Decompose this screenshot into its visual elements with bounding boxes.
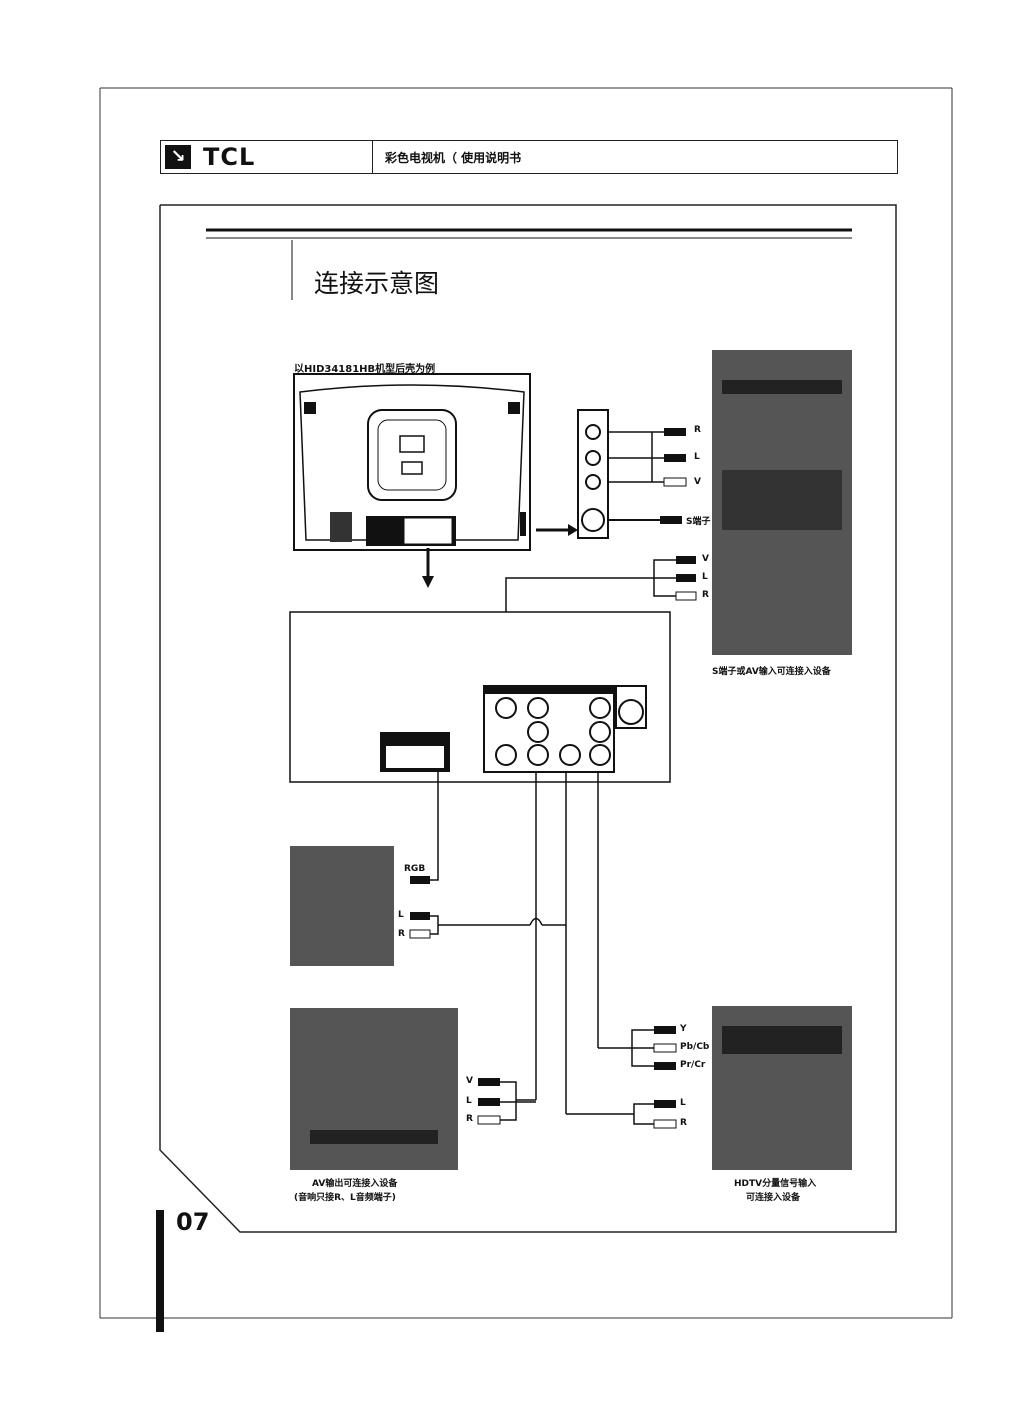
side-jack-label-r: R [694, 425, 701, 435]
hdtv-caption-2: 可连接入设备 [746, 1193, 801, 1203]
page-number: 07 [176, 1208, 210, 1236]
hdtv-label-y: Y [680, 1024, 687, 1034]
hdtv-label-l: L [680, 1098, 686, 1108]
model-caption: 以HID34181HB机型后壳为例 [294, 364, 436, 375]
av-out-label-l: L [466, 1096, 472, 1106]
hdtv-caption-1: HDTV分量信号输入 [734, 1179, 817, 1189]
side-jack-panel [577, 409, 687, 539]
av-output-caption-1: AV输出可连接入设备 [312, 1179, 398, 1189]
side-jack-label-v: V [694, 477, 701, 487]
section-title: 连接示意图 [314, 269, 440, 298]
av-output-device-image [290, 1008, 458, 1170]
hdtv-label-pr: Pr/Cr [680, 1060, 706, 1070]
tcl-arrow-logo-icon: ↘ [165, 145, 191, 169]
hdtv-label-pb: Pb/Cb [680, 1042, 710, 1052]
av-out-label-r: R [466, 1114, 473, 1124]
logo-box: ↘ TCL [161, 141, 373, 173]
av-in-label-r: R [702, 590, 709, 600]
brand-name: TCL [203, 143, 256, 171]
s-av-device-caption: S端子或AV输入可连接入设备 [712, 667, 831, 677]
av-in-label-v: V [702, 554, 709, 564]
av-out-label-v: V [466, 1076, 473, 1086]
side-jack-label-l: L [694, 452, 700, 462]
av-in-label-l: L [702, 572, 708, 582]
hdtv-label-r: R [680, 1118, 687, 1128]
page-number-bar [156, 1210, 164, 1332]
tv-rear-illustration [293, 373, 531, 551]
document-title: 彩色电视机（ 使用说明书 [385, 151, 522, 165]
rear-jack-panel [289, 611, 671, 783]
document-header: ↘ TCL 彩色电视机（ 使用说明书 [160, 140, 898, 174]
rgb-label-l: L [398, 910, 404, 920]
rgb-device-image [290, 846, 394, 966]
side-jack-label-s: S端子 [686, 517, 711, 527]
rgb-label: RGB [404, 864, 426, 874]
av-output-caption-2: (音响只接R、L音频端子) [294, 1193, 396, 1203]
rgb-label-r: R [398, 929, 405, 939]
